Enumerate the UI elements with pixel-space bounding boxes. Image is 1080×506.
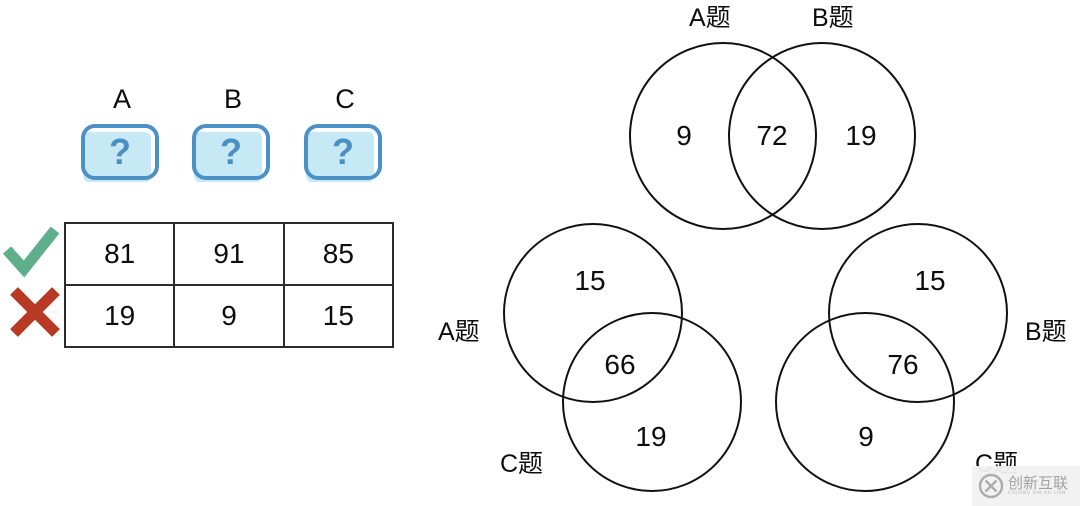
venn-ab-value-a-only: 9 [676,120,692,151]
venn-diagram-ab: A题 B题 9 72 19 [600,0,1000,235]
placeholder-box-a[interactable]: ? [81,124,163,184]
results-table: 81 91 85 19 9 15 [63,222,395,348]
venn-bc-label-b: B题 [1025,318,1067,346]
venn-ab-label-b: B题 [812,4,854,32]
question-mark-icon: ? [109,131,131,172]
column-header-a: A [112,84,131,114]
table-row: 81 91 85 [63,222,395,286]
venn-ab-label-a: A题 [689,4,731,32]
table-cell: 15 [282,284,395,348]
venn-diagram-ac: A题 C题 15 66 19 [430,223,770,506]
watermark-logo-icon [978,473,1004,499]
placeholder-box-c[interactable]: ? [304,124,386,184]
venn-ac-value-c-only: 19 [635,421,667,452]
venn-bc-value-intersection: 76 [887,349,919,380]
venn-ac-value-intersection: 66 [604,349,636,380]
table-cell: 85 [282,222,395,286]
venn-ac-circles [503,223,742,492]
question-mark-icon: ? [220,131,242,172]
watermark: 创新互联 CHUANG XIN HU LIAN [972,466,1080,506]
venn-circle-b [828,223,1008,403]
table-cell: 9 [173,284,285,348]
venn-ac-label-c: C题 [500,450,544,478]
table-cell: 91 [173,222,285,286]
placeholder-box-outline [304,124,382,180]
venn-ac-value-a-only: 15 [574,265,606,296]
watermark-title: 创新互联 [1008,474,1069,492]
venn-ab-circles [629,42,916,230]
venn-bc-circles [775,223,1008,492]
venn-ab-value-b-only: 19 [845,120,877,151]
table-cell: 81 [63,222,176,286]
check-mark-icon [2,226,60,278]
watermark-text: 创新互联 CHUANG XIN HU LIAN [1008,475,1068,497]
column-header-b: B [223,84,242,114]
placeholder-box-b[interactable]: ? [192,124,274,184]
table-row: 19 9 15 [63,284,395,348]
venn-circle-a [503,223,683,403]
placeholder-box-outline [192,124,270,180]
venn-bc-value-b-only: 15 [914,265,946,296]
placeholder-box-outline [81,124,159,180]
venn-circle-c [562,312,742,492]
venn-ac-label-a: A题 [438,318,480,346]
column-header-c: C [335,84,355,114]
table-cell: 19 [63,284,176,348]
venn-circle-c [775,312,955,492]
watermark-subtitle: CHUANG XIN HU LIAN [1008,491,1066,496]
question-mark-icon: ? [332,131,354,172]
venn-circle-a [629,42,817,230]
venn-bc-value-c-only: 9 [858,421,874,452]
venn-circle-b [728,42,916,230]
venn-diagram-bc: B题 C题 15 76 9 [770,223,1080,506]
cross-mark-icon [10,287,60,337]
venn-ab-value-intersection: 72 [756,120,788,151]
left-panel: A B C ? ? ? 81 [0,0,430,506]
